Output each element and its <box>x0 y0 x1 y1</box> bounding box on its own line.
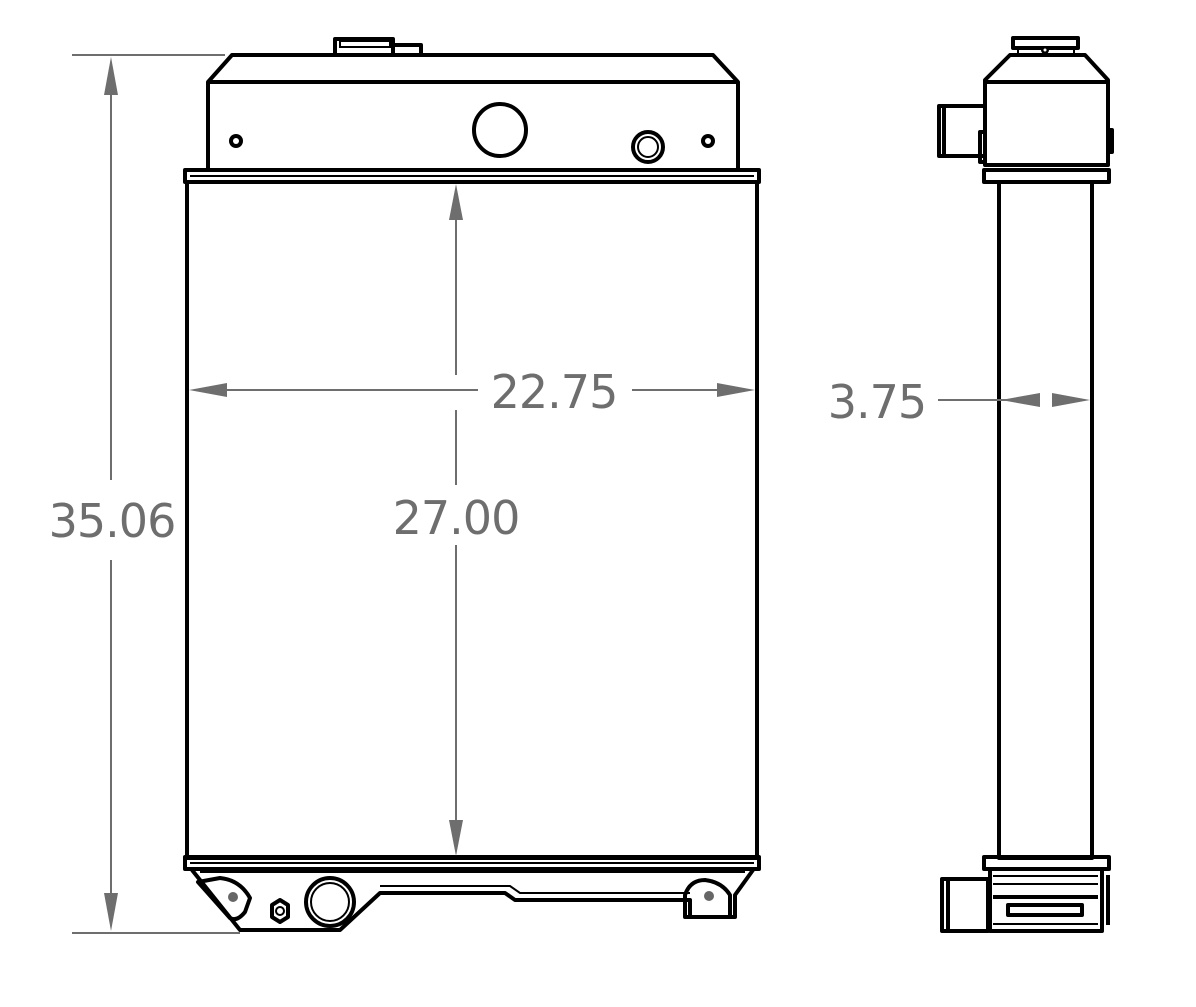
core-depth-label: 3.75 <box>828 375 926 429</box>
top-tank <box>206 37 740 172</box>
inlet-port-icon <box>472 102 528 158</box>
overall-height-label: 35.06 <box>49 494 176 548</box>
core-height-label: 27.00 <box>393 491 520 545</box>
dimension-core-depth <box>938 393 1090 407</box>
bottom-tank <box>190 868 755 932</box>
dimension-overall-height <box>72 54 240 934</box>
side-view <box>937 36 1114 933</box>
outlet-port-icon <box>304 876 356 928</box>
front-view <box>183 37 761 932</box>
dimension-core-height <box>449 184 463 856</box>
core-width-label: 22.75 <box>491 365 618 419</box>
dimension-core-width <box>189 383 755 397</box>
side-core <box>997 180 1094 860</box>
